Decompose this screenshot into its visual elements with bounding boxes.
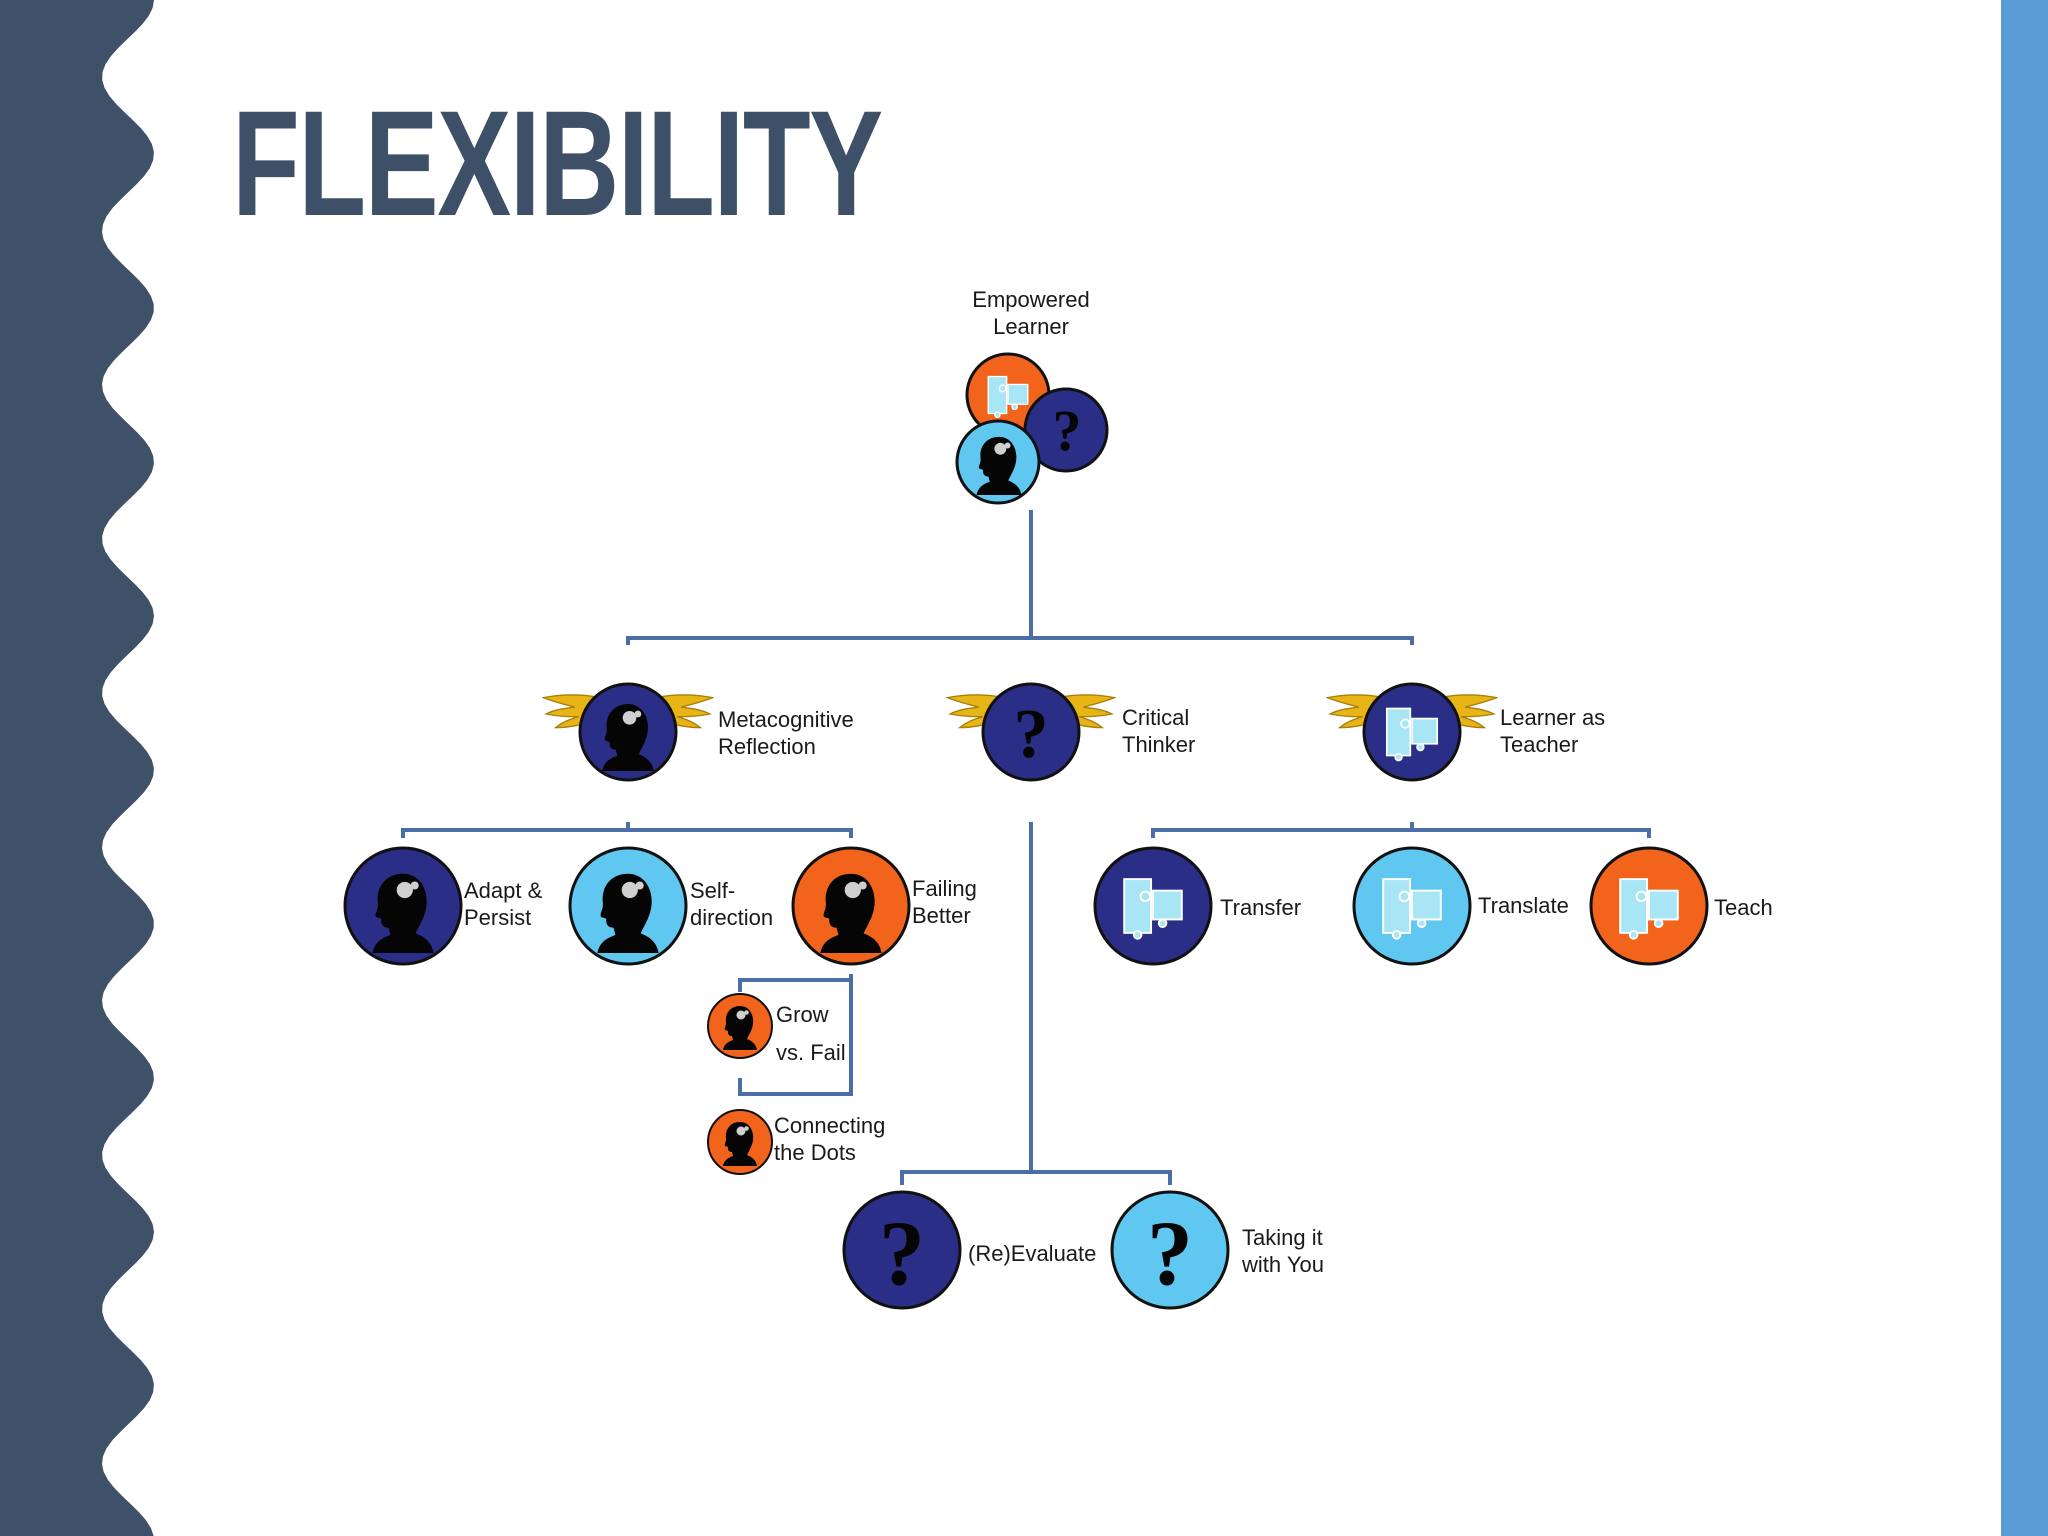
connector-lines: [401, 510, 1651, 1185]
label-teach: Teach: [1714, 894, 1773, 921]
label-line: Thinker: [1122, 732, 1196, 757]
label-transfer: Transfer: [1220, 894, 1301, 921]
label-metacognitive: Metacognitive Reflection: [718, 706, 854, 760]
label-learner-as-teacher: Learner as Teacher: [1500, 704, 1605, 758]
label-line: Grow: [776, 1002, 829, 1027]
label-line: Adapt &: [464, 878, 543, 903]
node-taking-it-icon: [1110, 1190, 1230, 1310]
label-line: with You: [1242, 1252, 1324, 1277]
node-transfer-icon: [1093, 846, 1213, 966]
label-line: Better: [912, 903, 971, 928]
label-line: Reflection: [718, 734, 816, 759]
label-line: Translate: [1478, 893, 1569, 918]
label-line: (Re)Evaluate: [968, 1241, 1097, 1266]
label-line: Empowered: [972, 287, 1090, 312]
label-line: Critical: [1122, 705, 1190, 730]
label-line: Transfer: [1220, 895, 1302, 920]
node-learner-as-teacher-icon: [1326, 682, 1498, 782]
label-critical-thinker: Critical Thinker: [1122, 704, 1195, 758]
label-line: Persist: [464, 905, 532, 930]
label-line: Teach: [1714, 895, 1773, 920]
label-line: Learner: [993, 314, 1069, 339]
label-failing-better: Failing Better: [912, 875, 977, 929]
label-line: Learner as: [1500, 705, 1606, 730]
label-line: Connecting: [774, 1113, 886, 1138]
label-line: Teacher: [1500, 732, 1579, 757]
node-self-direction-icon: [568, 846, 688, 966]
right-accent-band: [2001, 0, 2048, 1536]
label-line: direction: [690, 905, 774, 930]
left-wavy-band: [0, 0, 154, 1536]
label-grow-vs-fail: Grow vs. Fail: [776, 996, 846, 1072]
node-metacognitive-icon: [542, 682, 714, 782]
node-translate-icon: [1352, 846, 1472, 966]
node-reevaluate-icon: [842, 1190, 962, 1310]
label-line: Metacognitive: [718, 707, 854, 732]
label-reevaluate: (Re)Evaluate: [968, 1240, 1096, 1267]
node-empowered-learner-icon: [955, 352, 1109, 505]
label-line: Self-: [690, 878, 736, 903]
label-connecting-dots: Connecting the Dots: [774, 1112, 885, 1166]
label-translate: Translate: [1478, 892, 1569, 919]
label-line: vs. Fail: [776, 1040, 846, 1065]
node-failing-better-icon: [791, 846, 911, 966]
node-adapt-persist-icon: [343, 846, 463, 966]
slide-title: FLEXIBILITY: [232, 79, 883, 247]
node-grow-vs-fail-icon: [707, 993, 773, 1059]
label-line: Failing: [912, 876, 977, 901]
node-critical-thinker-icon: [946, 682, 1116, 782]
label-line: Taking it: [1242, 1225, 1323, 1250]
label-taking-it-with-you: Taking it with You: [1242, 1224, 1324, 1278]
label-adapt-persist: Adapt & Persist: [464, 877, 542, 931]
node-teach-icon: [1589, 846, 1709, 966]
label-self-direction: Self- direction: [690, 877, 773, 931]
node-connecting-dots-icon: [707, 1109, 773, 1175]
label-line: the Dots: [774, 1140, 856, 1165]
label-empowered-learner: Empowered Learner: [950, 286, 1112, 340]
